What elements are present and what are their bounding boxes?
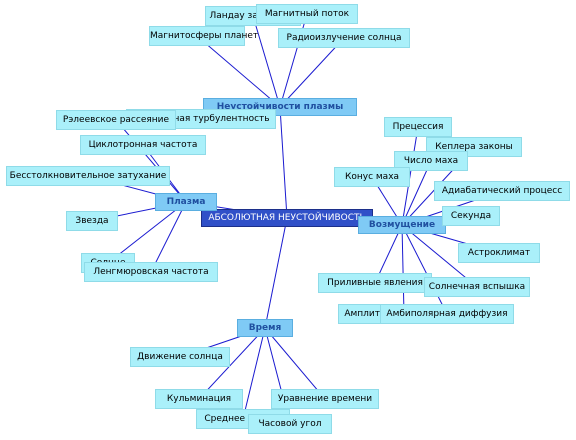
connector-line-25 — [401, 224, 448, 315]
node-equation-of-time[interactable]: Уравнение времени — [271, 389, 379, 409]
hub-disturbance[interactable]: Возмущение — [358, 216, 446, 234]
connector-line-6 — [196, 35, 281, 108]
node-tidal-phenomena[interactable]: Приливные явления — [318, 273, 432, 293]
root-node[interactable]: АБСОЛЮТНАЯ НЕУСТОЙЧИВОСТЬ — [201, 209, 373, 227]
node-mach-number[interactable]: Число маха — [394, 151, 468, 171]
node-star[interactable]: Звезда — [66, 211, 118, 231]
node-second[interactable]: Секунда — [442, 206, 500, 226]
node-cyclotron-frequency[interactable]: Циклотронная частота — [80, 135, 206, 155]
node-sun-motion[interactable]: Движение солнца — [130, 347, 230, 367]
node-collisionless-damping[interactable]: Бесстолкновительное затухание — [6, 166, 170, 186]
connector-line-14 — [150, 201, 187, 273]
connector-line-0 — [279, 106, 288, 219]
node-astroclimate[interactable]: Астроклимат — [458, 243, 540, 263]
connector-line-4 — [252, 15, 281, 108]
connector-line-9 — [115, 119, 187, 203]
connector-line-23 — [401, 224, 478, 288]
node-solar-radio[interactable]: Радиоизлучение солнца — [278, 28, 410, 48]
connector-line-3 — [264, 217, 288, 329]
hub-time[interactable]: Время — [237, 319, 293, 337]
node-magnetospheres[interactable]: Магнитосферы планет — [149, 26, 258, 46]
connector-line-13 — [107, 201, 187, 264]
connector-line-17 — [401, 160, 432, 226]
connector-line-15 — [401, 126, 419, 226]
node-magnetic-flux[interactable]: Магнитный поток — [256, 4, 358, 24]
node-hour-angle[interactable]: Часовой угол — [248, 414, 332, 434]
node-culmination[interactable]: Кульминация — [155, 389, 243, 409]
node-rayleigh-scattering[interactable]: Рэлеевское рассеяние — [56, 110, 176, 130]
hub-plasma[interactable]: Плазма — [155, 193, 217, 211]
node-ambipolar-diffusion[interactable]: Амбиполярная диффузия — [380, 304, 514, 324]
connector-line-30 — [264, 327, 326, 400]
connector-line-27 — [198, 327, 266, 400]
node-langmuir-frequency[interactable]: Ленгмюровская частота — [84, 262, 218, 282]
node-solar-flare[interactable]: Солнечная вспышка — [424, 277, 530, 297]
connector-line-7 — [279, 37, 345, 108]
connector-line-24 — [401, 224, 405, 315]
node-mach-cone[interactable]: Конус маха — [334, 167, 410, 187]
node-precession[interactable]: Прецессия — [384, 117, 452, 137]
node-adiabatic-process[interactable]: Адиабатический процесс — [434, 181, 570, 201]
connector-line-28 — [242, 327, 266, 420]
